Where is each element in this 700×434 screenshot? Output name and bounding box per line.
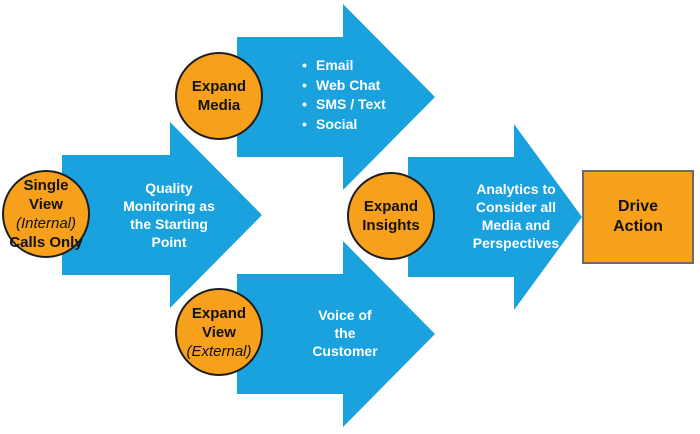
voice-arrow-text: Voice of the Customer — [290, 306, 400, 360]
media-channel-list: Email Web Chat SMS / Text Social — [300, 56, 386, 134]
analytics-arrow — [408, 124, 582, 310]
node-label: View — [202, 323, 236, 341]
node-label: Expand — [363, 198, 419, 215]
quality-text-line: Quality — [145, 180, 193, 196]
voice-text-line: Voice of — [318, 307, 372, 323]
voice-text-line: Customer — [312, 343, 378, 359]
single-view-node: Single View (Internal) Calls Only — [2, 170, 90, 258]
node-label: Calls Only — [9, 234, 83, 251]
node-label: (External) — [186, 342, 252, 360]
media-item-email: Email — [302, 56, 386, 76]
analytics-arrow-text: Analytics to Consider all Media and Pers… — [456, 180, 576, 252]
media-item-social: Social — [302, 115, 386, 135]
voice-arrow — [237, 241, 435, 427]
expand-view-node: Expand View (External) — [175, 288, 263, 376]
quality-text-line: Monitoring as — [123, 198, 215, 214]
node-label: Single — [23, 177, 69, 194]
media-item-web-chat: Web Chat — [302, 76, 386, 96]
analytics-text-line: Consider all — [475, 199, 557, 215]
analytics-text-line: Media and — [481, 217, 551, 233]
node-label: Drive — [617, 198, 659, 215]
expand-insights-node: Expand Insights — [347, 172, 435, 260]
node-label: Media — [197, 97, 241, 114]
media-item-sms-text: SMS / Text — [302, 95, 386, 115]
node-label: (Internal) — [15, 215, 77, 232]
expand-media-node: Expand Media — [175, 52, 263, 140]
node-label: Expand — [191, 78, 247, 95]
analytics-text-line: Analytics to — [476, 181, 556, 197]
node-label: Insights — [362, 217, 420, 234]
analytics-text-line: Perspectives — [472, 235, 560, 251]
drive-action-box: Drive Action — [582, 170, 694, 264]
quality-text-line: the Starting — [130, 216, 208, 232]
node-label: Action — [613, 218, 663, 235]
quality-text-line: Point — [151, 234, 187, 250]
quality-arrow — [62, 122, 262, 308]
node-label: Expand — [191, 304, 247, 322]
node-label: View — [29, 196, 63, 213]
voice-text-line: the — [334, 325, 356, 341]
quality-arrow-text: Quality Monitoring as the Starting Point — [104, 179, 234, 251]
